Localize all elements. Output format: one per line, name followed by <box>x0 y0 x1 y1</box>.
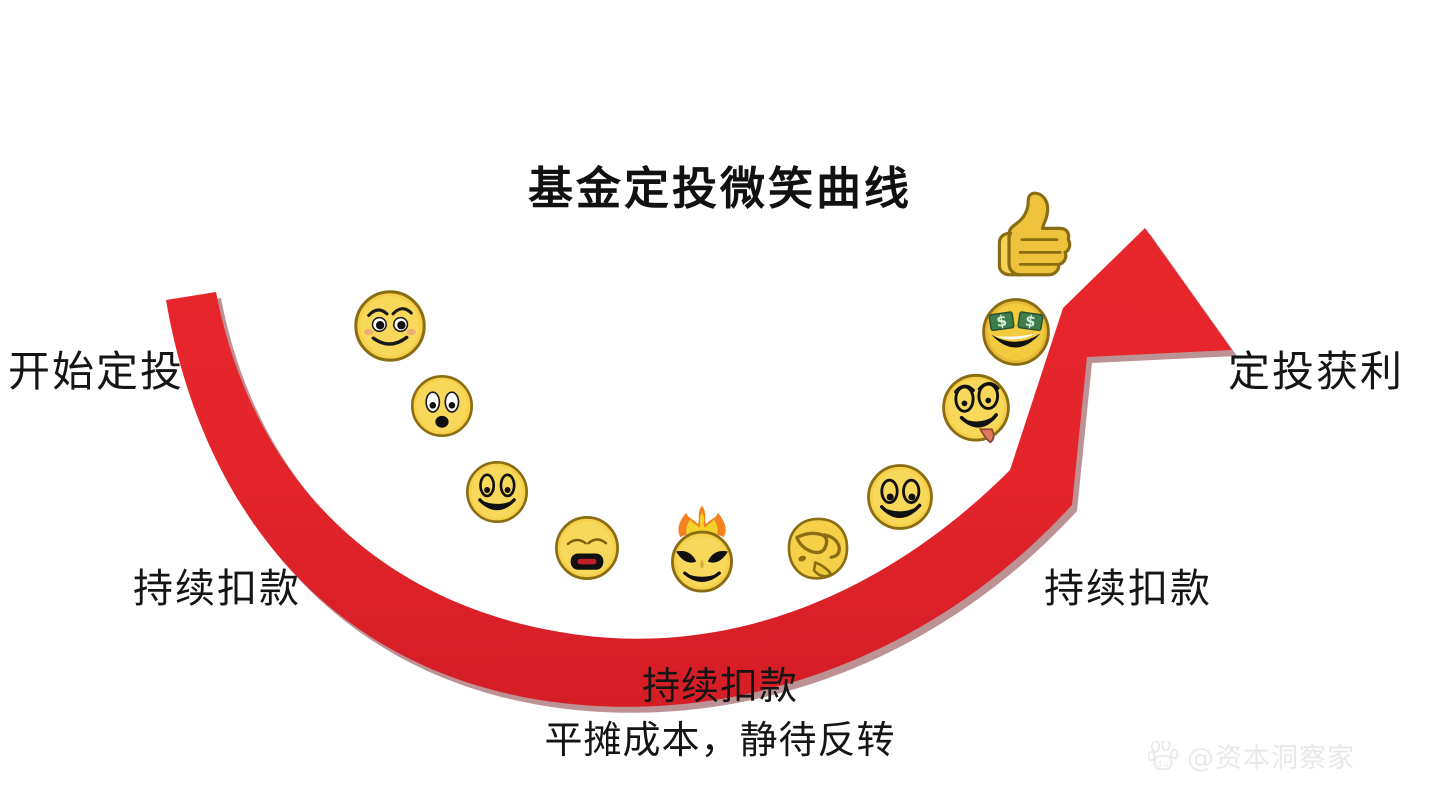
watermark: du @资本洞察家 <box>1148 736 1355 775</box>
label-continuous-deduction-right: 持续扣款 <box>1044 566 1212 612</box>
label-bottom-line2: 平摊成本，静待反转 <box>544 717 896 762</box>
page-title: 基金定投微笑曲线 <box>527 162 912 215</box>
grinning-face-icon <box>464 459 530 525</box>
happy-smile-face-icon <box>865 462 935 532</box>
svg-text:$: $ <box>1024 312 1037 331</box>
crying-open-mouth-face-icon <box>553 514 621 582</box>
label-investment-profit: 定投获利 <box>1228 347 1405 396</box>
label-start-investing: 开始定投 <box>8 347 185 396</box>
squeezed-face-icon <box>785 515 851 581</box>
angry-fire-face-icon <box>666 504 738 594</box>
money-mouth-face-icon: $ $ <box>980 296 1052 368</box>
shocked-face-icon <box>409 373 475 439</box>
svg-text:$: $ <box>995 312 1008 331</box>
label-bottom-line1: 持续扣款 <box>641 664 798 708</box>
label-continuous-deduction-left: 持续扣款 <box>133 566 301 612</box>
watermark-text: @资本洞察家 <box>1187 743 1355 774</box>
label-bottom-caption: 持续扣款 平摊成本，静待反转 <box>0 660 1440 768</box>
laughing-tongue-face-icon <box>940 373 1012 451</box>
baidu-paw-icon: du <box>1148 740 1179 770</box>
thumbs-up-hand-icon <box>993 190 1073 286</box>
smiling-blush-face-icon <box>352 288 428 364</box>
svg-text:du: du <box>1157 758 1170 768</box>
arrow-body <box>166 228 1232 707</box>
